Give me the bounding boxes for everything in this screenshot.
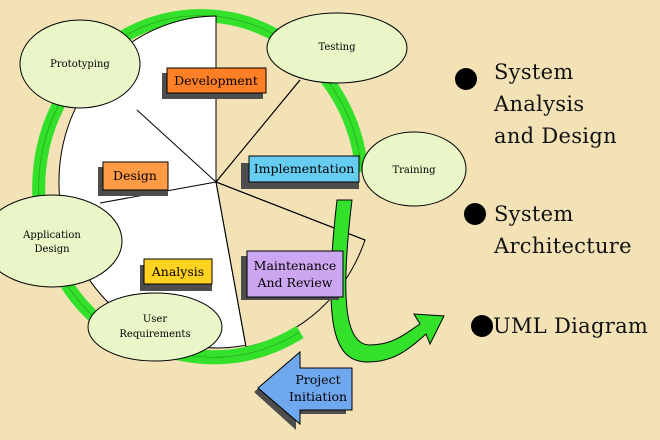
- project-initiation-arrow: Project Initiation: [254, 350, 353, 430]
- ellipse-user-requirements: User Requirements: [87, 292, 223, 362]
- bullet-dot-icon: [455, 68, 477, 90]
- bullet-line: System: [494, 60, 574, 84]
- box-implementation: Implementation: [241, 155, 360, 189]
- bullet-line: Architecture: [494, 234, 632, 258]
- training-label: Training: [392, 165, 436, 176]
- project-initiation-label-line1: Project: [295, 372, 340, 387]
- prototyping-label: Prototyping: [50, 59, 110, 70]
- box-design: Design: [98, 161, 169, 196]
- project-initiation-label-line2: Initiation: [289, 389, 347, 404]
- bullet-line: and Design: [494, 124, 617, 148]
- box-development: Development: [162, 67, 267, 99]
- box-analysis: Analysis: [140, 258, 213, 291]
- application-design-label-line2: Design: [34, 244, 70, 255]
- bullet-text: UML Diagram: [493, 310, 648, 342]
- box-maintenance-review: Maintenance And Review: [241, 250, 344, 300]
- bullet-line: UML Diagram: [493, 314, 649, 338]
- ellipse-prototyping: Prototyping: [19, 19, 141, 109]
- maintenance-label-line2: And Review: [256, 275, 332, 290]
- bullet-dot-icon: [471, 315, 493, 337]
- testing-label: Testing: [318, 42, 356, 53]
- user-requirements-label-line2: Requirements: [119, 329, 190, 340]
- ellipse-application-design: Application Design: [0, 194, 123, 288]
- bullet-line: Analysis: [494, 92, 585, 116]
- ellipse-training: Training: [361, 131, 467, 207]
- ellipse-testing: Testing: [266, 12, 408, 84]
- development-label: Development: [174, 73, 258, 88]
- training-green-arrow: [330, 199, 445, 363]
- bullet-text: System Architecture: [494, 198, 632, 262]
- bullet-dot-icon: [464, 203, 486, 225]
- bullet-text: System Analysis and Design: [494, 56, 617, 152]
- user-requirements-label-line1: User: [143, 314, 167, 325]
- analysis-label: Analysis: [151, 264, 204, 279]
- application-design-label-line1: Application: [22, 230, 81, 241]
- implementation-label: Implementation: [254, 161, 355, 176]
- bullet-line: System: [494, 202, 574, 226]
- design-label: Design: [113, 168, 157, 183]
- maintenance-label-line1: Maintenance: [254, 258, 337, 273]
